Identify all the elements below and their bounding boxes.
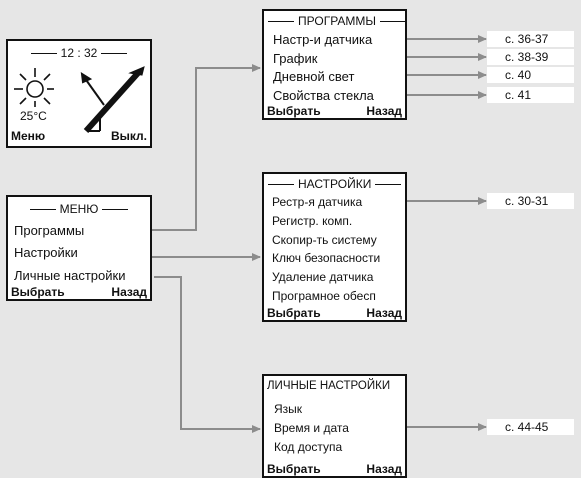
settings-item-software[interactable]: Програмное обесп — [272, 289, 376, 303]
page-ref-daylight: с. 40 — [487, 67, 574, 83]
settings-item-security-key[interactable]: Ключ безопасности — [272, 251, 381, 265]
programs-item-daylight[interactable]: Дневной свет — [273, 69, 355, 84]
personal-item-access-code[interactable]: Код доступа — [274, 440, 343, 454]
personal-item-language[interactable]: Язык — [274, 402, 303, 416]
personal-settings-screen: ЛИЧНЫЕ НАСТРОЙКИ Язык Время и дата Код д… — [262, 374, 407, 478]
programs-item-sensor-settings[interactable]: Настр-и датчика — [273, 32, 373, 47]
off-softkey[interactable]: Выкл. — [110, 129, 147, 143]
menu-item-settings[interactable]: Настройки — [14, 245, 78, 260]
programs-item-schedule[interactable]: График — [273, 51, 318, 66]
page-ref-schedule: с. 38-39 — [487, 49, 574, 65]
menu-back-softkey[interactable]: Назад — [111, 285, 147, 299]
main-display-screen: 12 : 32 25°C Меню Выкл. — [6, 39, 152, 148]
page-ref-date-time: с. 44-45 — [487, 419, 574, 435]
clock-time: 12 : 32 — [8, 46, 150, 60]
programs-select-softkey[interactable]: Выбрать — [267, 104, 321, 118]
personal-select-softkey[interactable]: Выбрать — [267, 462, 321, 476]
window-angle-icon — [83, 66, 145, 134]
settings-item-component-registration[interactable]: Регистр. комп. — [272, 214, 353, 228]
programs-item-glass-properties[interactable]: Свойства стекла — [273, 88, 374, 103]
personal-settings-title: ЛИЧНЫЕ НАСТРОЙКИ — [267, 380, 391, 392]
page-ref-sensor-registration: с. 30-31 — [487, 193, 574, 209]
arrow-icon — [80, 72, 105, 106]
settings-back-softkey[interactable]: Назад — [366, 306, 402, 320]
temperature-readout: 25°C — [20, 109, 47, 123]
menu-softkey[interactable]: Меню — [11, 129, 46, 143]
connector-personal — [154, 276, 261, 433]
page-ref-glass-properties: с. 41 — [487, 87, 574, 103]
settings-item-sensor-registration[interactable]: Рестр-я датчика — [272, 195, 363, 209]
settings-select-softkey[interactable]: Выбрать — [267, 306, 321, 320]
sun-icon — [14, 68, 54, 107]
page-ref-sensor-settings: с. 36-37 — [487, 31, 574, 47]
personal-back-softkey[interactable]: Назад — [366, 462, 402, 476]
settings-item-delete-sensor[interactable]: Удаление датчика — [272, 270, 374, 284]
programs-title: ПРОГРАММЫ — [264, 14, 405, 28]
menu-item-programs[interactable]: Программы — [14, 223, 85, 238]
menu-title: МЕНЮ — [8, 202, 150, 216]
programs-back-softkey[interactable]: Назад — [366, 104, 402, 118]
menu-select-softkey[interactable]: Выбрать — [11, 285, 65, 299]
menu-item-personal[interactable]: Личные настройки — [14, 268, 126, 283]
programs-screen: ПРОГРАММЫ Настр-и датчика График Дневной… — [262, 9, 407, 120]
settings-title: НАСТРОЙКИ — [264, 177, 405, 191]
menu-screen: МЕНЮ Программы Настройки Личные настройк… — [6, 195, 152, 301]
settings-item-copy-system[interactable]: Скопир-ть систему — [272, 233, 377, 247]
settings-screen: НАСТРОЙКИ Рестр-я датчика Регистр. комп.… — [262, 172, 407, 322]
personal-item-date-time[interactable]: Время и дата — [274, 421, 349, 435]
